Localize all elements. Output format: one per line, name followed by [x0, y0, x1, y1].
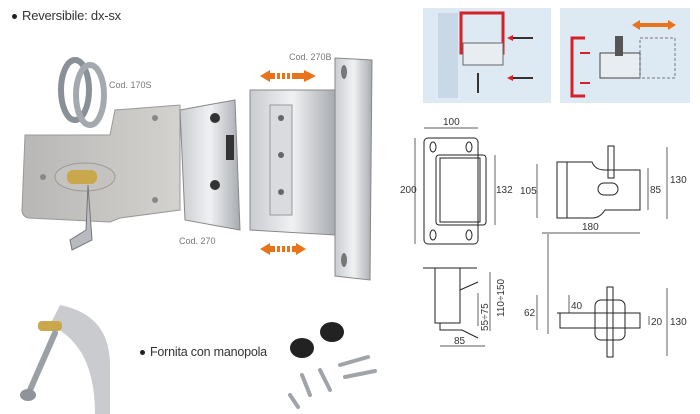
feature-reversible: Reversibile: dx-sx — [12, 8, 121, 23]
code-270b: Cod. 270B — [289, 52, 332, 62]
adjust-arrow-top — [260, 70, 316, 82]
dim-side-right: 85 — [650, 185, 662, 196]
dim-front-inner: 132 — [496, 185, 513, 196]
dim-front-width: 100 — [443, 117, 460, 128]
lock-body — [21, 104, 181, 223]
screws-icon — [288, 355, 377, 409]
bracket-270 — [179, 99, 241, 231]
adjust-arrow-bottom — [260, 243, 306, 255]
knob-icon — [320, 322, 344, 342]
dim-top-adjust-small: 55÷75 — [480, 303, 491, 331]
mounting-plate — [334, 57, 373, 281]
dim-end-20: 20 — [651, 317, 663, 328]
accessories-photo — [288, 322, 377, 409]
technical-drawings: 100 200 132 105 85 130 180 85 55÷75 110÷… — [400, 117, 687, 358]
key-cylinder — [67, 170, 97, 184]
key-detail-photo — [20, 305, 110, 414]
knob-icon — [290, 338, 314, 358]
code-170s: Cod. 170S — [109, 80, 152, 90]
dim-end-40: 40 — [571, 301, 583, 312]
dim-top-depth: 85 — [454, 336, 466, 347]
dim-side-left: 105 — [520, 186, 537, 197]
install-panel-left — [423, 8, 551, 103]
feature-reversible-label: Reversibile: dx-sx — [22, 8, 121, 23]
bullet-icon — [140, 350, 145, 356]
install-panel-right — [560, 8, 690, 103]
key-icon — [69, 184, 93, 251]
dim-end-62: 62 — [524, 308, 536, 319]
feature-handle-supplied: Fornita con manopola — [140, 345, 267, 359]
dim-top-adjust-large: 110÷150 — [496, 278, 507, 317]
feature-handle-label: Fornita con manopola — [150, 345, 267, 359]
product-photo — [21, 57, 373, 281]
dim-front-height: 200 — [400, 185, 417, 196]
code-270: Cod. 270 — [179, 236, 216, 246]
dim-end-overall: 130 — [670, 317, 687, 328]
bullet-icon — [12, 14, 17, 20]
dim-side-overall: 130 — [670, 175, 687, 186]
dim-side-length: 180 — [582, 222, 599, 233]
adjust-arrow-icon — [632, 20, 676, 30]
handle-ring — [58, 57, 92, 123]
